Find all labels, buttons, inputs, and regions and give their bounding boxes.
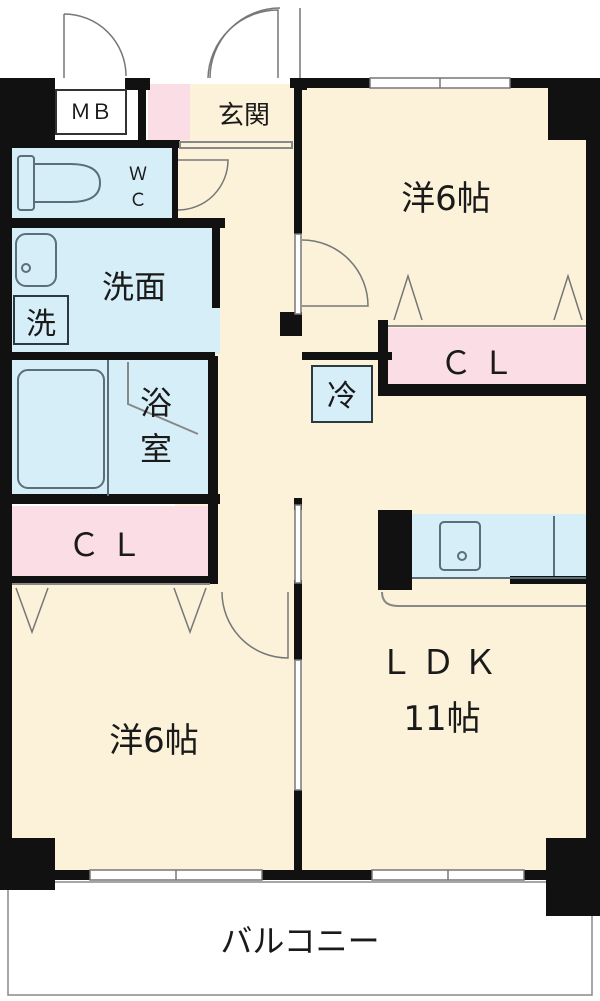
washroom-label: 洗面 bbox=[102, 268, 166, 306]
pillar-top-left bbox=[0, 78, 55, 140]
wc-floor bbox=[10, 145, 175, 218]
kitchen-arc bbox=[381, 591, 586, 607]
fixtures bbox=[12, 89, 586, 607]
cl-right-door-r bbox=[553, 273, 583, 321]
wall-cl-right-top bbox=[302, 352, 392, 360]
wall-bath-bottom bbox=[10, 494, 220, 504]
washer-pan bbox=[13, 295, 69, 345]
wall-center-lower-2 bbox=[294, 580, 302, 660]
ldk-label-1: ＬＤＫ bbox=[379, 643, 505, 683]
balcony-floor bbox=[7, 881, 593, 996]
balcony-label: バルコニー bbox=[220, 922, 379, 960]
wall-top-right bbox=[290, 78, 370, 88]
walls bbox=[0, 78, 600, 916]
western-room-bottom-label: 洋6帖 bbox=[109, 721, 199, 761]
windows bbox=[89, 77, 525, 881]
partition-top bbox=[294, 233, 302, 315]
pillar-mid bbox=[280, 312, 302, 336]
wall-outer-left bbox=[0, 78, 12, 878]
western-room-top-label: 洋6帖 bbox=[401, 179, 491, 219]
entrance-door-swing-2[interactable] bbox=[209, 7, 301, 79]
wall-wc-bottom bbox=[10, 218, 225, 228]
sink-drain bbox=[21, 263, 31, 273]
bottom-room-door-swing[interactable] bbox=[221, 591, 289, 659]
wc-label-w: Ｗ bbox=[129, 164, 147, 185]
bath-door bbox=[127, 362, 199, 435]
corridor-door-frame bbox=[179, 141, 293, 149]
mb-door-swing[interactable] bbox=[63, 13, 127, 78]
mb-label: ＭＢ bbox=[70, 100, 112, 124]
wall-bath-right bbox=[208, 356, 218, 496]
wall-bottom-mid bbox=[262, 870, 372, 880]
top-room-door-swing[interactable] bbox=[301, 239, 369, 307]
cl-left-door-l bbox=[15, 587, 49, 635]
closet-right-floor bbox=[388, 328, 586, 386]
bath-label-1: 浴 bbox=[140, 384, 172, 422]
wall-wc-right bbox=[172, 140, 178, 220]
pillar-bottom-left bbox=[0, 838, 55, 890]
wall-center-bottom bbox=[294, 790, 302, 880]
wall-top-mb bbox=[125, 78, 150, 90]
pillar-top-right bbox=[548, 78, 600, 140]
sliding-door-center-upper bbox=[294, 504, 302, 584]
mb-box bbox=[55, 89, 127, 135]
ldk-label-2: 11帖 bbox=[403, 699, 480, 739]
wall-wash-bottom bbox=[10, 352, 215, 360]
fridge-space bbox=[311, 365, 373, 423]
wall-wc-top bbox=[10, 140, 180, 148]
wall-outer-right bbox=[586, 78, 600, 878]
closet-right-label: ＣＬ bbox=[440, 344, 524, 382]
wc-label-c: Ｃ bbox=[129, 190, 147, 211]
wall-cl-right-bottom bbox=[378, 384, 590, 396]
sliding-door-center-lower bbox=[294, 659, 302, 791]
wc-door-swing[interactable] bbox=[177, 159, 229, 211]
western-room-bottom-floor bbox=[10, 580, 300, 876]
bath-floor bbox=[10, 360, 210, 496]
washer-label: 洗 bbox=[26, 307, 56, 342]
entrance-floor bbox=[190, 84, 298, 140]
cl-left-door-r bbox=[173, 587, 207, 635]
kitchen-counter bbox=[412, 514, 586, 578]
entrance-step bbox=[148, 84, 190, 140]
wall-wash-right bbox=[212, 228, 220, 308]
wall-cl-left-right bbox=[208, 500, 218, 584]
wall-entrance-bottom bbox=[138, 84, 146, 144]
doors bbox=[15, 7, 583, 659]
toilet-bowl bbox=[33, 163, 102, 203]
western-room-top-floor bbox=[300, 84, 590, 320]
kitchen-sink bbox=[439, 521, 481, 571]
bathtub bbox=[17, 369, 105, 489]
labels: ＭＢ 玄関 Ｗ Ｃ 洗面 洗 浴 室 ＣＬ ＣＬ 冷 洋6帖 洋6帖 ＬＤＫ 1… bbox=[26, 100, 524, 960]
closet-left-floor bbox=[12, 506, 210, 580]
wall-bottom-left bbox=[0, 870, 90, 880]
wall-center-lower bbox=[294, 498, 302, 510]
wall-kitchen-box bbox=[378, 510, 412, 590]
wall-kitchen-bottom bbox=[510, 576, 590, 584]
wall-center-upper bbox=[294, 84, 302, 234]
cl-right-door-l bbox=[393, 273, 423, 321]
closet-left-label: ＣＬ bbox=[68, 526, 152, 564]
entrance-label: 玄関 bbox=[218, 101, 270, 131]
kitchen-drain bbox=[457, 551, 467, 561]
fridge-label: 冷 bbox=[327, 379, 357, 414]
sink-basin bbox=[15, 233, 57, 287]
wall-cl-right-left bbox=[378, 320, 388, 396]
bath-label-2: 室 bbox=[140, 430, 172, 468]
wall-bottom-right bbox=[524, 870, 600, 880]
wall-cl-left-bottom bbox=[10, 576, 218, 584]
